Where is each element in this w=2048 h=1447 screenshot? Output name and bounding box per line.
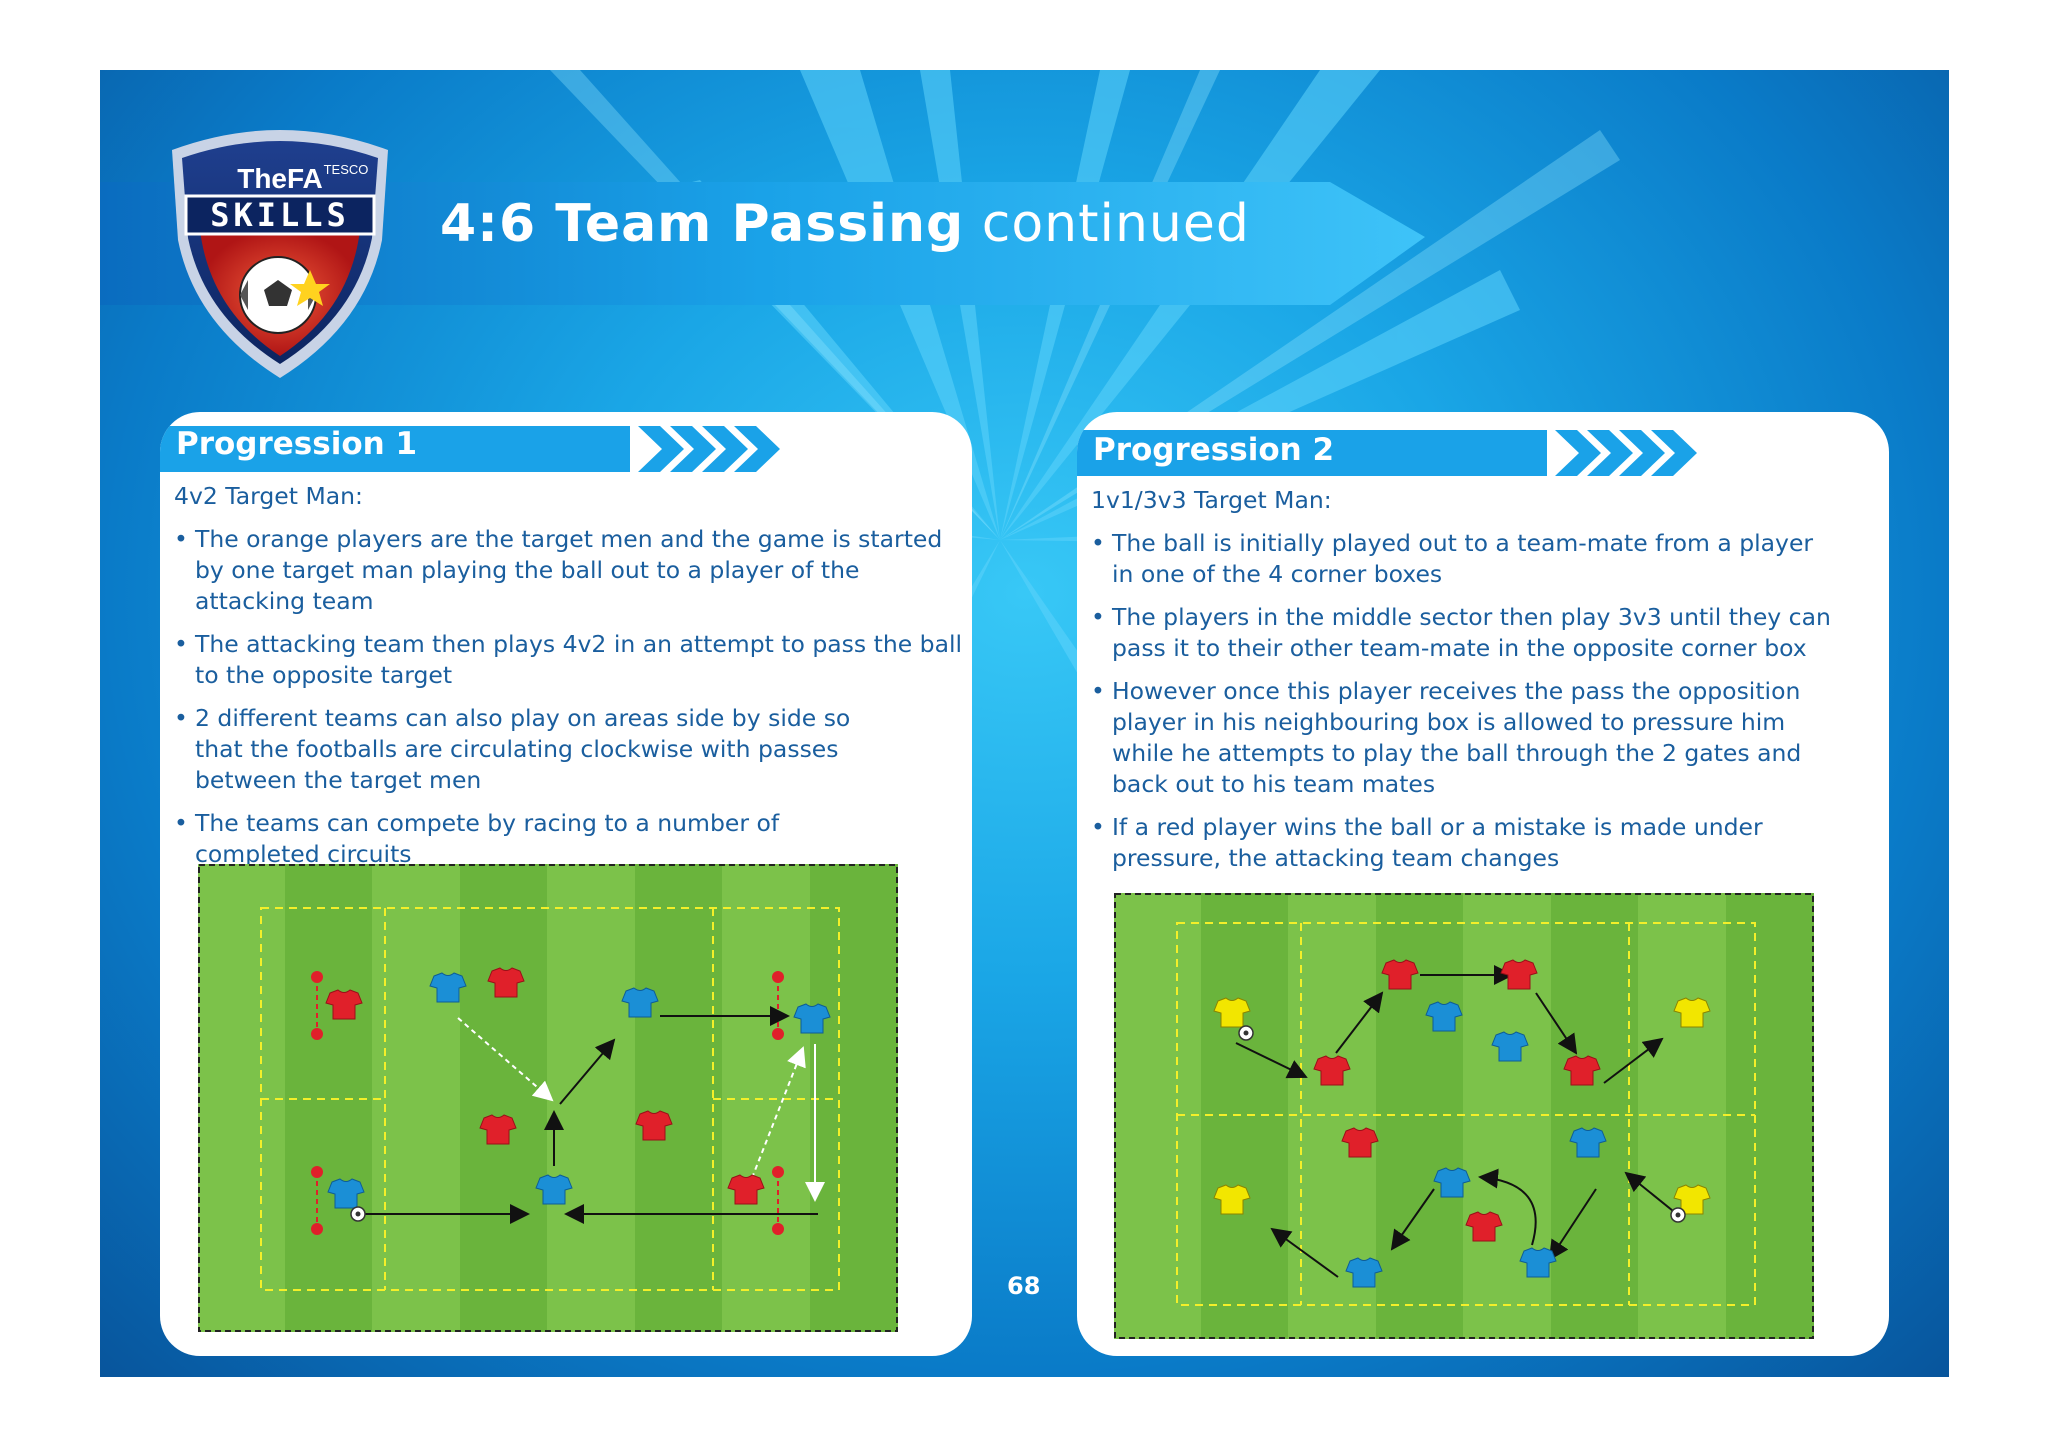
title-banner <box>100 182 1425 305</box>
progression-1-body: 4v2 Target Man: The orange players are t… <box>174 481 964 882</box>
progression-2-bullets: The ball is initially played out to a te… <box>1091 528 1831 874</box>
football-icon <box>350 1206 366 1222</box>
page-title-suffix: continued <box>981 194 1250 254</box>
progression-1-pitch-diagram <box>198 864 898 1332</box>
progression-1-bullets: The orange players are the target men an… <box>174 524 964 870</box>
bullet-item: The players in the middle sector then pl… <box>1091 602 1831 664</box>
progression-2-heading: Progression 2 <box>1093 432 1335 468</box>
bullet-item: The attacking team then plays 4v2 in an … <box>174 629 964 691</box>
gate-icon <box>772 1166 784 1235</box>
bullet-item: 2 different teams can also play on areas… <box>174 703 964 796</box>
progression-2-header-bar <box>1077 430 1697 476</box>
star-icon <box>290 270 330 306</box>
logo-text-fa: TheFA <box>237 163 323 194</box>
progression-2-panel: Progression 2 1v1/3v3 Target Man: The ba… <box>1077 412 1889 1356</box>
progression-2-intro: 1v1/3v3 Target Man: <box>1091 486 1332 514</box>
logo-text-skills: SKILLS <box>210 196 350 234</box>
progression-2-body: 1v1/3v3 Target Man: The ball is initiall… <box>1091 485 1831 886</box>
gate-icon <box>311 971 323 1040</box>
pitch-zones <box>1176 922 1756 1306</box>
page-title: 4:6 Team Passing continued <box>440 194 1250 254</box>
football-icon <box>1670 1207 1686 1223</box>
logo-text-sponsor: TESCO <box>324 162 369 177</box>
bullet-item: The orange players are the target men an… <box>174 524 964 617</box>
page-background: 4:6 Team Passing continued TheFA TESCO S… <box>100 70 1949 1377</box>
progression-1-heading: Progression 1 <box>176 426 418 462</box>
progression-1-intro: 4v2 Target Man: <box>174 482 363 510</box>
fa-skills-logo: TheFA TESCO SKILLS <box>172 130 388 378</box>
page-title-main: 4:6 Team Passing <box>440 194 965 254</box>
gate-icon <box>772 971 784 1040</box>
progression-2-pitch-diagram <box>1114 893 1814 1339</box>
gate-icon <box>311 1166 323 1235</box>
bullet-item: However once this player receives the pa… <box>1091 676 1831 800</box>
pitch-stripes <box>198 864 898 1332</box>
football-icon <box>1238 1025 1254 1041</box>
progression-1-panel: Progression 1 4v2 Target Man: The orange… <box>160 412 972 1356</box>
bullet-item: If a red player wins the ball or a mista… <box>1091 812 1831 874</box>
progression-1-header-bar <box>160 426 780 472</box>
bullet-item: The teams can compete by racing to a num… <box>174 808 964 870</box>
bullet-item: The ball is initially played out to a te… <box>1091 528 1831 590</box>
pitch-zones <box>260 907 840 1291</box>
page-number: 68 <box>1007 1272 1041 1300</box>
